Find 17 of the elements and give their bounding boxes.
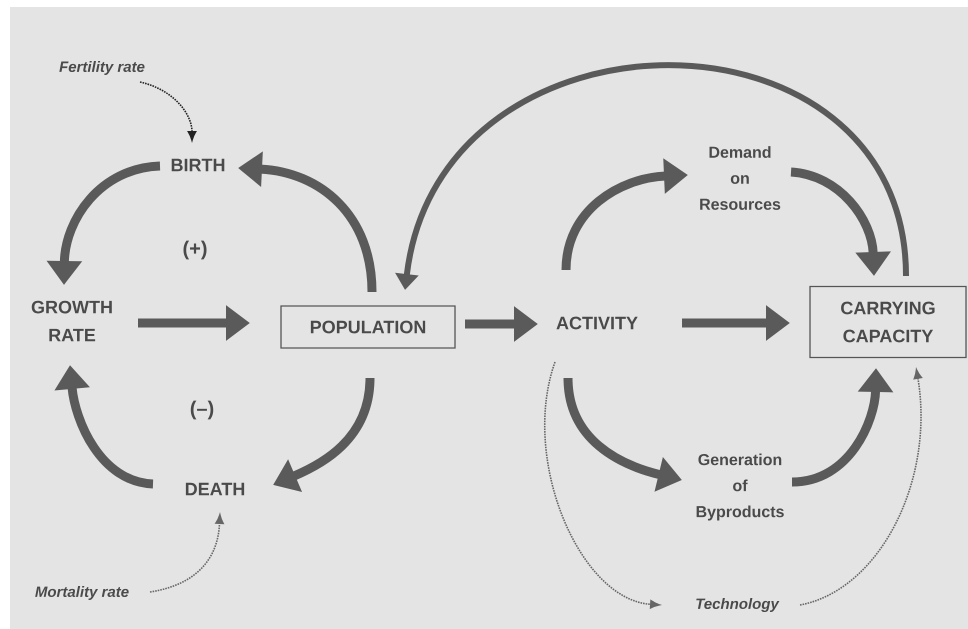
node-label: DEATH xyxy=(186,482,244,496)
dotted-arrow xyxy=(150,514,224,593)
node-label: ACTIVITY xyxy=(556,316,638,330)
process-box: POPULATION xyxy=(280,305,456,349)
node-label: GROWTH RATE xyxy=(32,300,112,342)
node-label: Generation of Byproducts xyxy=(696,454,784,520)
node-label: BIRTH xyxy=(172,158,224,172)
node-label: Demand on Resources xyxy=(700,146,780,210)
factor-label: Technology xyxy=(696,598,780,612)
process-box: CARRYING CAPACITY xyxy=(809,286,967,358)
dotted-arrow xyxy=(140,81,196,141)
dotted-arrow xyxy=(800,369,922,606)
dotted-arrow xyxy=(544,362,660,609)
factor-label: Fertility rate xyxy=(59,61,144,75)
sign-label: (–) xyxy=(190,400,214,420)
sign-label: (+) xyxy=(184,240,206,260)
factor-label: Mortality rate xyxy=(35,586,129,600)
